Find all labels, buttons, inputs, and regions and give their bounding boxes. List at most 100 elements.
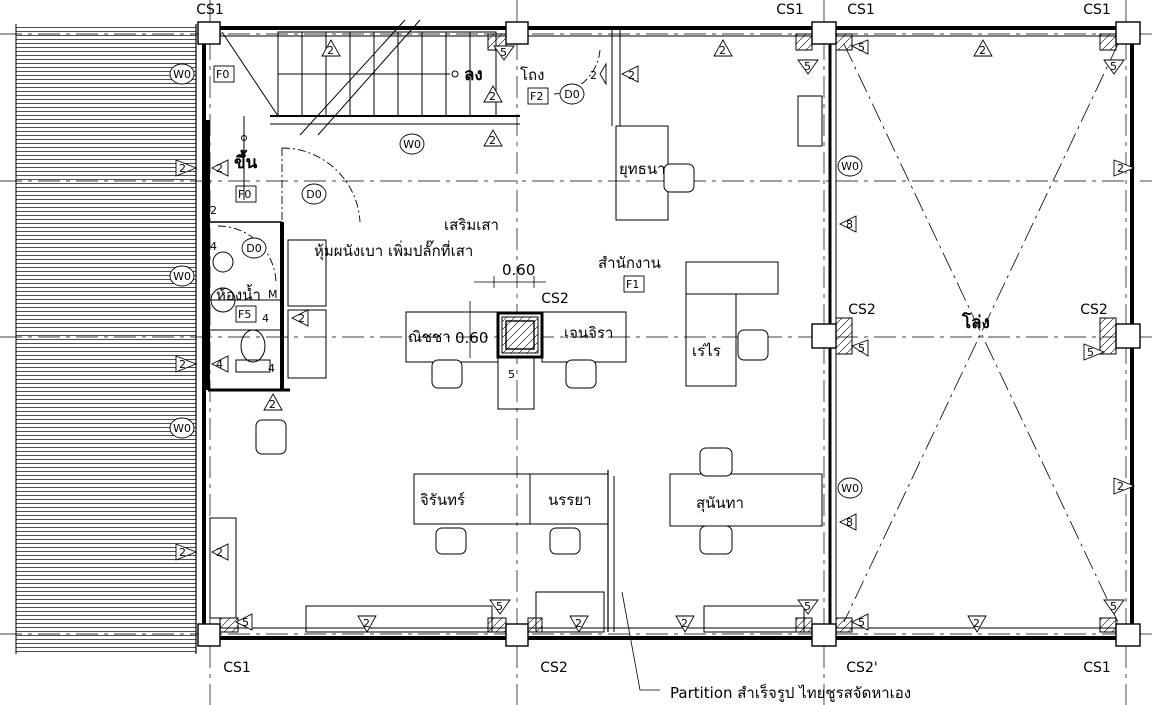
code-f0-b: F0 [238, 188, 251, 201]
triangle-tags [175, 39, 1136, 633]
tri-2-inner-3: 2 [298, 312, 305, 325]
tri-2-right-1: 2 [1117, 162, 1124, 175]
tri-2-hall-2: 2 [628, 69, 635, 82]
desk-label-3: เจนจิรา [564, 324, 613, 342]
tag-w0-2: W0 [403, 138, 421, 151]
col-label-bottom-1: CS1 [223, 660, 251, 676]
tri-2-left-wall: 2 [210, 204, 217, 217]
note-partition: Partition สำเร็จรูป ไทยชูรสจัดหาเอง [670, 683, 911, 702]
desk-label-6: นรรยา [548, 491, 592, 509]
note-dim-h: 0.60 [502, 261, 535, 279]
tri-2-hall-1: 2 [590, 69, 597, 82]
tri-2-left-2: 2 [179, 546, 186, 559]
col-label-bottom-3: CS2' [846, 660, 877, 676]
col-label-top-4: CS1 [1083, 2, 1111, 18]
tri-5-b: 5 [804, 600, 811, 613]
col-label-top-2: CS1 [776, 2, 804, 18]
tri-8-a: 8 [846, 218, 853, 231]
tag-w0-5: W0 [841, 160, 859, 173]
col-label-bottom-2: CS2 [540, 660, 568, 676]
tri-2-inner-2: 2 [216, 546, 223, 559]
tri-2-g: 2 [363, 617, 370, 630]
tri-5-a: 5 [496, 600, 503, 613]
code-labels: F0 F0 F2 F1 F5 M [216, 68, 639, 321]
code-f2: F2 [530, 90, 543, 103]
tri-2-b: 2 [489, 90, 496, 103]
room-hall: โถง [520, 66, 544, 84]
tri-5-e: 5 [804, 60, 811, 73]
code-f0-a: F0 [216, 68, 229, 81]
circle-tags [169, 63, 863, 499]
desk-label-5: จิรันทร์ [420, 491, 465, 509]
chairs [255, 163, 769, 555]
tri-2-a: 2 [327, 44, 334, 57]
desk-label-2: ณิชชา [408, 328, 451, 346]
code-m: M [268, 288, 278, 301]
room-stairs-up: ขึ้น [234, 149, 258, 173]
tri-5-c: 5 [1110, 600, 1117, 613]
tri-2-c: 2 [489, 134, 496, 147]
room-bathroom: ห้องน้ำ [216, 284, 261, 304]
col-label-bottom-4: CS1 [1083, 660, 1111, 676]
staircase [221, 19, 520, 200]
tri-2-e: 2 [979, 44, 986, 57]
tri-8-b: 8 [846, 516, 853, 529]
code-f1: F1 [626, 278, 639, 291]
outer-walls [202, 26, 1134, 640]
tri-5-bm: 5 [858, 616, 865, 629]
tri-2-j: 2 [973, 617, 980, 630]
col-label-mid-2: CS2 [848, 302, 876, 318]
desk-label-1: ยุทธนา [619, 160, 666, 179]
desk-label-4: เร่ไร [692, 342, 721, 360]
col-label-mid-1: CS2 [541, 291, 569, 307]
exterior-hatch-area [16, 24, 196, 654]
column-hatches [219, 33, 1117, 633]
note-column-cladding: หุ้มผนังเบา เพิ่มปลั๊กที่เสา [314, 240, 473, 261]
tri-5-tm: 5 [858, 41, 865, 54]
open-space-x [843, 43, 1119, 623]
tri-4-bath-a: 4 [210, 240, 217, 253]
circle-tag-labels: D0 D0 D0 W0 W0 W0 W0 W0 W0 [173, 68, 859, 495]
tri-4-bath-b: 4 [262, 312, 269, 325]
desks [209, 95, 823, 633]
tri-2-left-3: 2 [179, 358, 186, 371]
desk-label-7: สุนันทา [696, 494, 744, 513]
boxed-codes [213, 65, 645, 323]
tri-5-f: 5 [1110, 60, 1117, 73]
tri-2-h: 2 [575, 617, 582, 630]
partition-leader [621, 591, 660, 691]
tri-5-column: 5 [508, 368, 515, 381]
tag-w0-4: W0 [173, 422, 191, 435]
column-labels: CS1 CS1 CS1 CS1 CS1 CS2 CS2' CS1 CS2 CS2… [196, 2, 1111, 676]
dimension-lines [469, 276, 546, 358]
tri-2-f: 2 [269, 398, 276, 411]
tag-d0-3: D0 [246, 242, 261, 255]
tri-5-mid: 5 [858, 342, 865, 355]
room-stairs-down: ลง [464, 65, 483, 85]
door-swings [217, 49, 601, 285]
tri-5-bl: 5 [242, 616, 249, 629]
tri-4-bath-c: 4 [268, 362, 275, 375]
code-f5: F5 [238, 308, 251, 321]
tag-w0-1: W0 [173, 68, 191, 81]
col-label-top-1: CS1 [196, 2, 224, 18]
room-office: สำนักงาน [598, 254, 661, 272]
tag-d0-1: D0 [564, 88, 579, 101]
room-open-space: โล่ง [961, 312, 990, 333]
bathroom-fixtures [210, 239, 327, 379]
note-dim-v: 0.60 [455, 329, 488, 347]
triangle-tag-labels: 2 2 2 2 2 2 2 2 2 2 5 5 5 5 5 5 2 2 2 2 … [179, 41, 1124, 630]
tag-d0-2: D0 [306, 188, 321, 201]
tri-5-d: 5 [500, 46, 507, 59]
tri-4-inner-1: 4 [216, 358, 223, 371]
tri-5-right-mid: 5 [1087, 346, 1094, 359]
notes: เสริมเสา หุ้มผนังเบา เพิ่มปลั๊กที่เสา 0.… [314, 216, 911, 702]
col-label-mid-3: CS2 [1080, 302, 1108, 318]
note-column-upgrade: เสริมเสา [444, 216, 499, 234]
tri-2-right-2: 2 [1117, 480, 1124, 493]
tag-w0-6: W0 [841, 482, 859, 495]
tri-2-d: 2 [719, 44, 726, 57]
room-labels: ลง ขึ้น โถง สำนักงาน โล่ง ห้องน้ำ [216, 65, 990, 333]
